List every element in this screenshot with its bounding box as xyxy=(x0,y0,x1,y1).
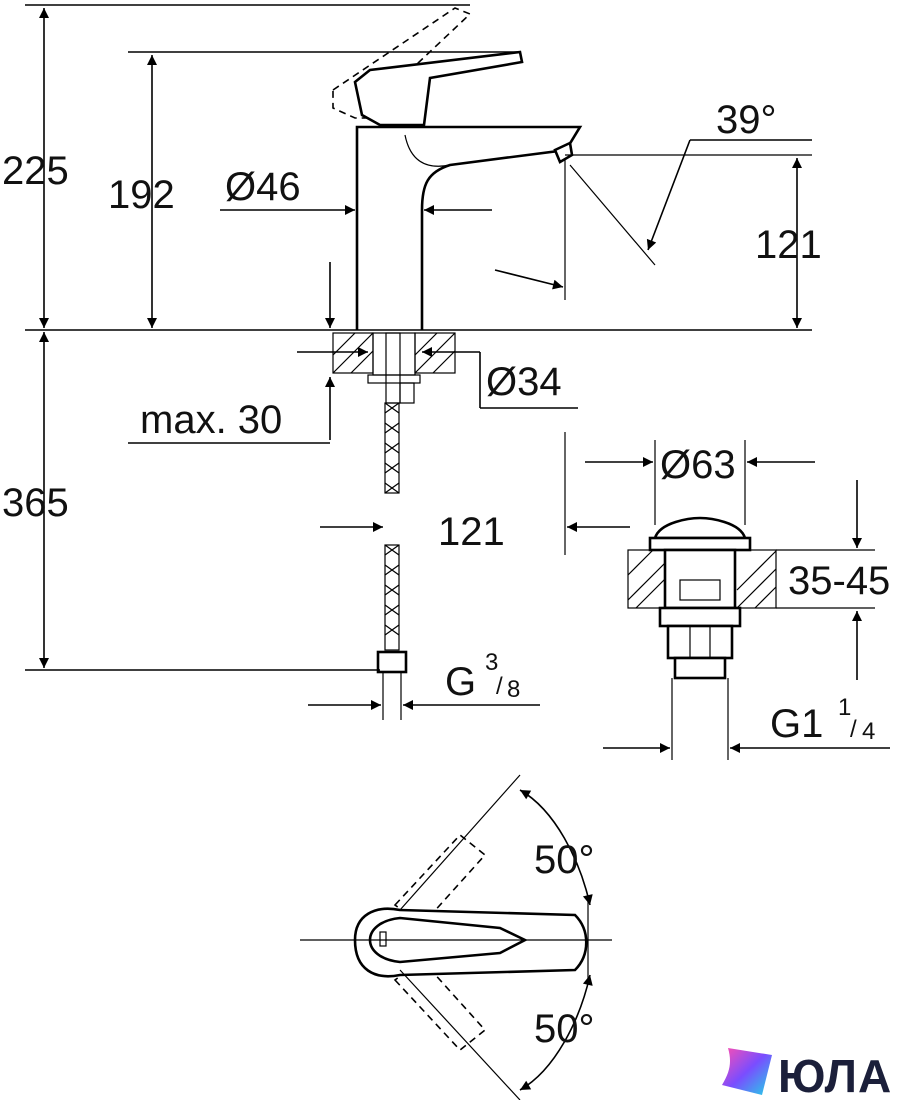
brand-logo: ЮЛА xyxy=(722,1048,892,1100)
label-hose-thread-slash: / xyxy=(496,673,503,700)
label-spout-reach: 121 xyxy=(438,510,505,554)
label-max-thickness: max. 30 xyxy=(140,398,282,442)
label-waste-thread-num: 1 xyxy=(838,694,851,721)
label-hose-thread: G xyxy=(445,660,476,704)
label-shank-diameter: Ø34 xyxy=(486,360,562,404)
label-waste-thread: G1 xyxy=(770,702,823,746)
label-outlet-height: 121 xyxy=(755,223,822,267)
faucet-top-view xyxy=(300,833,612,1052)
lever xyxy=(353,50,524,127)
label-rotation-top: 50° xyxy=(534,838,595,882)
label-below-counter: 365 xyxy=(2,481,69,525)
waste-cap xyxy=(653,516,747,540)
dimension-labels: 225 192 Ø46 39° 121 Ø34 max. 30 365 121 … xyxy=(2,98,890,1051)
faucet-side-view xyxy=(332,7,583,330)
counter-hatch-right xyxy=(414,332,456,374)
dimension-lines xyxy=(25,4,890,1100)
label-hose-thread-num: 3 xyxy=(485,649,498,676)
label-waste-thread-den: 4 xyxy=(862,718,875,745)
label-rotation-bottom: 50° xyxy=(534,1007,595,1051)
faucet-body xyxy=(355,125,583,330)
label-lever-angle: 39° xyxy=(716,98,777,142)
label-body-diameter: Ø46 xyxy=(225,165,301,209)
supply-hose xyxy=(376,402,408,720)
label-waste-diameter: Ø63 xyxy=(660,443,736,487)
waste-assembly xyxy=(627,516,777,760)
label-hose-thread-den: 8 xyxy=(507,676,520,703)
label-total-height: 225 xyxy=(2,149,69,193)
mounting-assembly xyxy=(332,332,456,720)
counter-hatch-left xyxy=(332,332,374,374)
label-spout-height: 192 xyxy=(108,173,175,217)
brand-logo-text: ЮЛА xyxy=(778,1050,892,1100)
brand-logo-mark xyxy=(722,1048,772,1095)
label-waste-thread-slash: / xyxy=(850,716,857,743)
label-waste-range: 35-45 xyxy=(788,559,890,603)
